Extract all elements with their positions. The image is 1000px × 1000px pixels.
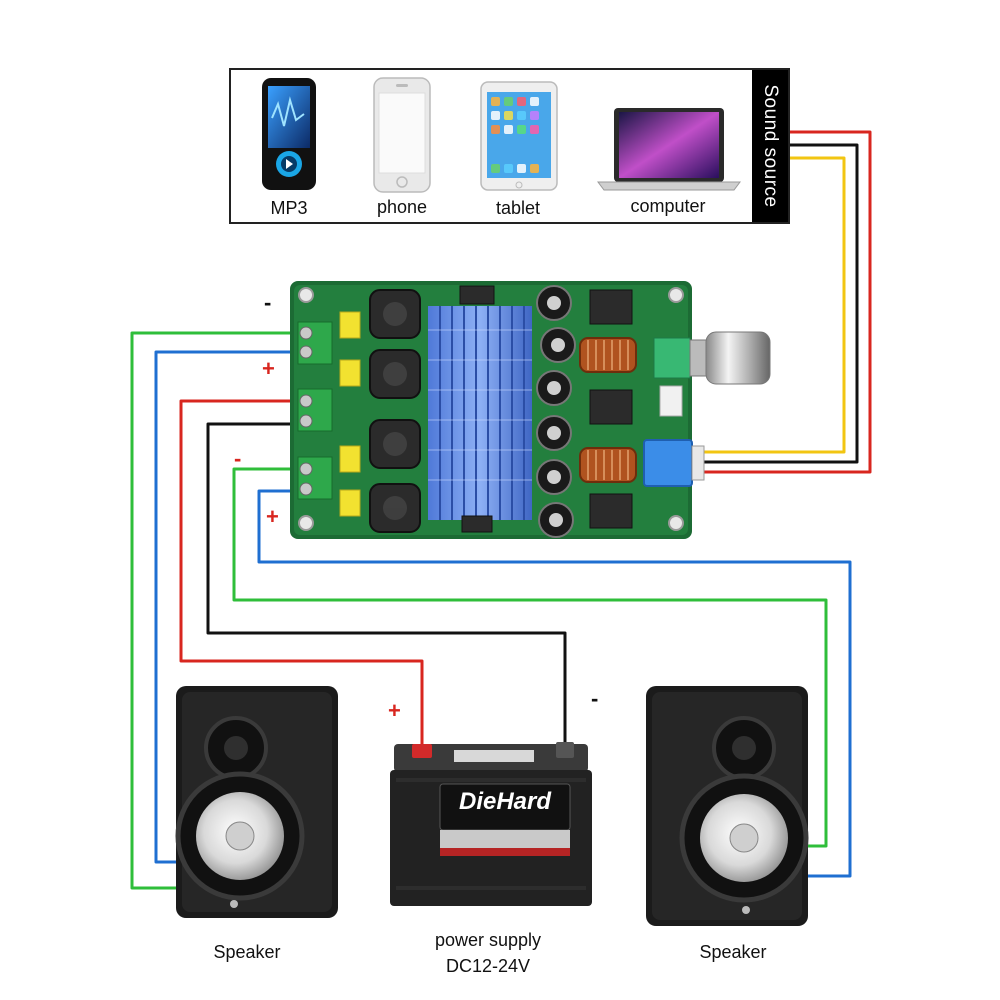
power-wire-red bbox=[179, 399, 424, 745]
sound-source-tag: Sound source bbox=[752, 70, 788, 222]
left-speaker-wire-blue bbox=[154, 350, 306, 864]
polarity-mark: + bbox=[266, 504, 279, 529]
left-speaker-wire-green bbox=[130, 331, 306, 890]
input-wire-yellow bbox=[700, 156, 846, 454]
right-speaker-wire-blue bbox=[257, 489, 852, 878]
battery-brand: DieHard bbox=[458, 788, 552, 815]
right-speaker-wire-green bbox=[232, 467, 828, 848]
right-speaker-label: Speaker bbox=[699, 942, 767, 962]
left-speaker bbox=[175, 686, 338, 918]
film-capacitors bbox=[339, 311, 361, 517]
polarity-mark: - bbox=[234, 446, 242, 471]
battery bbox=[390, 742, 592, 906]
device-label-tablet: tablet bbox=[495, 198, 541, 218]
input-wire-red bbox=[700, 130, 872, 474]
laptop-icon bbox=[597, 108, 741, 191]
power-supply-voltage-label: DC12-24V bbox=[445, 956, 531, 976]
volume-knob bbox=[653, 331, 771, 385]
left-speaker-label: Speaker bbox=[213, 942, 281, 962]
input-wire-black bbox=[700, 143, 859, 464]
polarity-mark: + bbox=[262, 356, 275, 381]
white-connector bbox=[659, 385, 683, 417]
wires bbox=[130, 130, 872, 890]
device-label-computer: computer bbox=[630, 196, 706, 216]
battery-positive-terminal bbox=[412, 744, 432, 758]
amplifier-board bbox=[290, 281, 771, 539]
device-label-mp3: MP3 bbox=[270, 198, 308, 218]
screw-terminals bbox=[297, 321, 333, 500]
device-label-phone: phone bbox=[376, 197, 428, 217]
polarity-mark: + bbox=[388, 698, 401, 723]
power-supply-label: power supply bbox=[434, 930, 542, 950]
mounting-holes bbox=[298, 287, 684, 531]
polarity-mark: - bbox=[264, 290, 272, 315]
audio-input-connector bbox=[643, 439, 705, 487]
tablet-icon bbox=[480, 81, 558, 191]
battery-negative-terminal bbox=[556, 742, 574, 758]
right-speaker bbox=[646, 686, 809, 926]
heat-sink bbox=[428, 306, 532, 520]
polarity-mark: - bbox=[591, 686, 599, 711]
toroid-coils bbox=[579, 337, 637, 483]
power-wire-black bbox=[206, 422, 567, 742]
electrolytic-capacitors bbox=[536, 285, 576, 538]
regulator-chips bbox=[459, 285, 633, 533]
mp3-player-icon bbox=[262, 78, 316, 190]
phone-icon bbox=[373, 77, 431, 193]
